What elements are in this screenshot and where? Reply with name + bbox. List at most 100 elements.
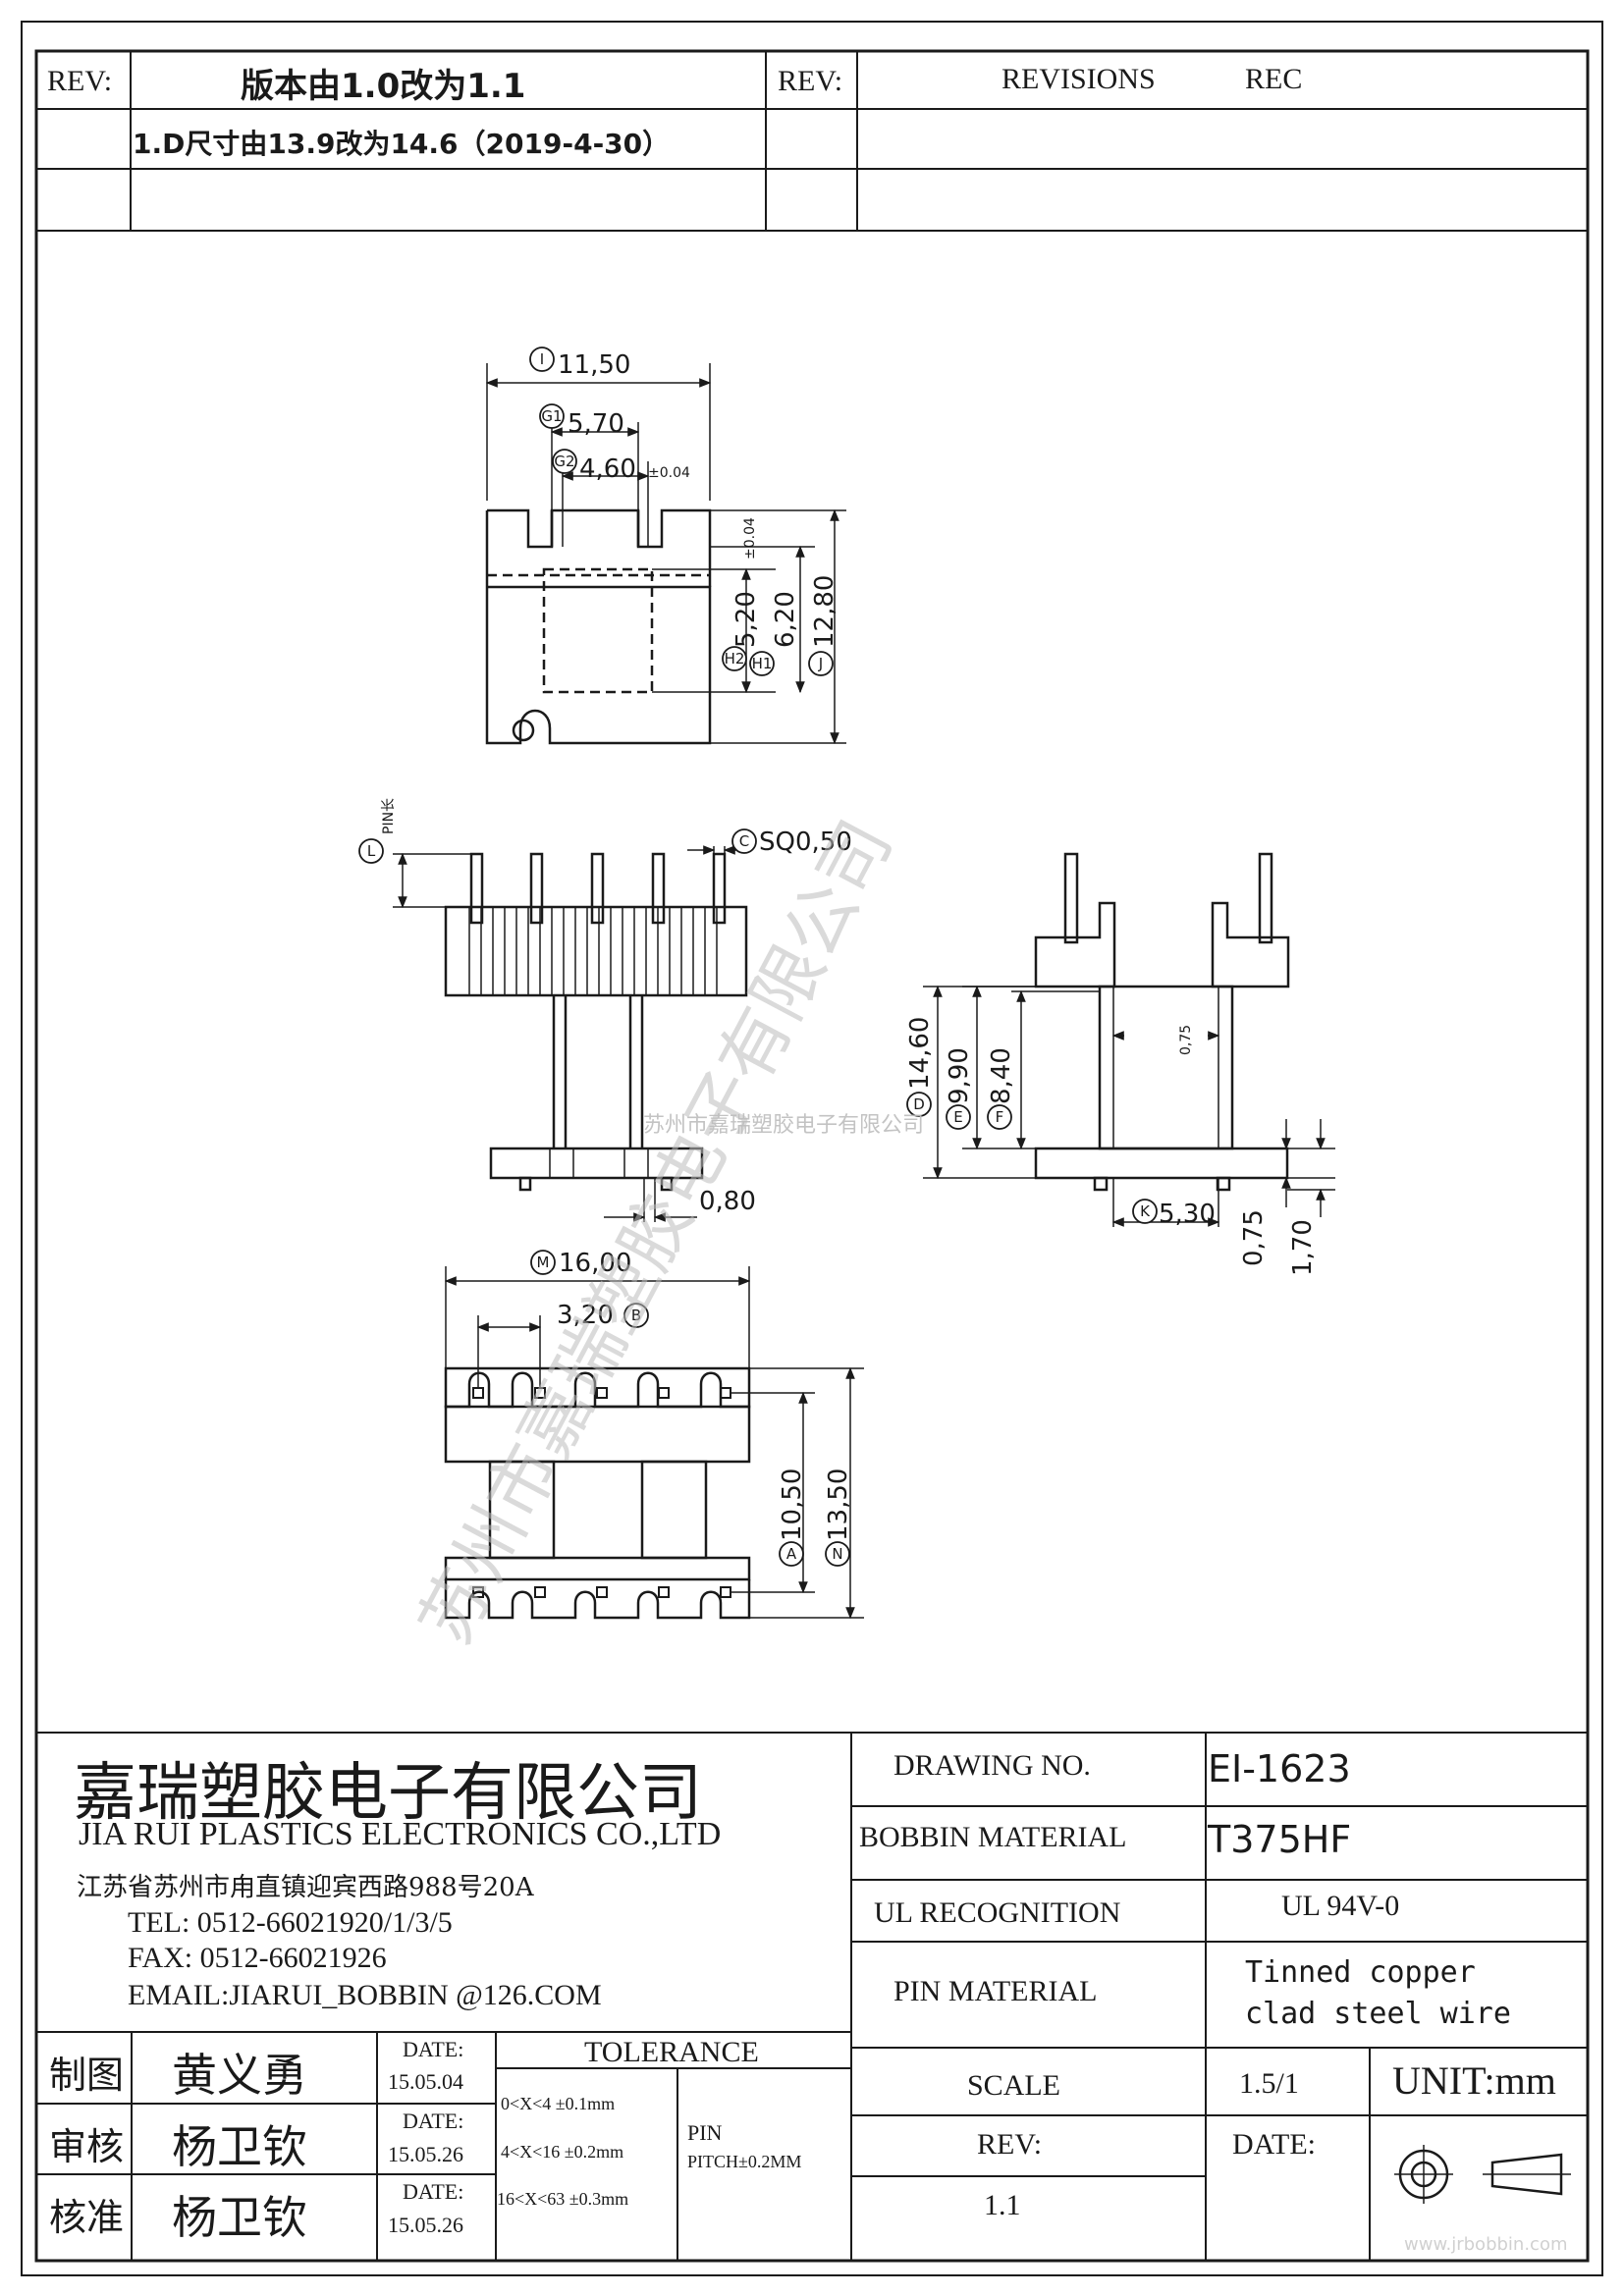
watermark-center: 苏州市嘉瑞塑胶电子有限公司 <box>643 1113 924 1138</box>
callout-j: J <box>818 655 823 672</box>
callout-h1: H1 <box>752 655 773 672</box>
date-label: DATE: <box>1232 2128 1316 2161</box>
revision-block-lines <box>36 51 1588 232</box>
ul-recognition-value: UL 94V-0 <box>1281 1890 1400 1922</box>
company-name-cn: 嘉瑞塑胶电子有限公司 <box>74 1757 702 1830</box>
dim-h2: 5,20 <box>731 591 761 648</box>
dim-n: 13,50 <box>824 1468 853 1541</box>
tolerance-pin-label: PIN <box>687 2120 723 2145</box>
dim-base-075: 0,75 <box>1239 1209 1269 1266</box>
rev-label-right: REV: <box>778 65 843 97</box>
company-fax: FAX: 0512-66021926 <box>128 1942 387 1974</box>
top-view-core-window <box>542 567 654 694</box>
projection-symbol <box>1394 2145 1571 2204</box>
scale-value: 1.5/1 <box>1239 2067 1299 2100</box>
front-view-pins <box>469 852 727 925</box>
approval-date-drawn: 15.05.04 <box>388 2069 463 2094</box>
approval-date-checked: 15.05.26 <box>388 2142 463 2166</box>
dim-g1: 5,70 <box>568 409 624 439</box>
dim-pin-width: 0,80 <box>699 1187 756 1216</box>
sheet-border <box>21 21 1603 2276</box>
tolerance-row-2: 4<X<16 ±0.2mm <box>501 2142 624 2162</box>
watermark-footer: www.jrbobbin.com <box>1404 2234 1568 2255</box>
ul-recognition-label: UL RECOGNITION <box>874 1896 1121 1929</box>
callout-g2: G2 <box>554 453 574 470</box>
dim-f: 8,40 <box>987 1047 1016 1104</box>
unit-label: UNIT:mm <box>1392 2058 1556 2103</box>
approval-name-drawn: 黄义勇 <box>172 2049 307 2102</box>
drawing-no-label: DRAWING NO. <box>893 1749 1091 1782</box>
callout-g1: G1 <box>541 407 562 425</box>
company-name-en: JIA RUI PLASTICS ELECTRONICS CO.,LTD <box>79 1816 722 1852</box>
dim-b: 3,20 <box>557 1301 614 1330</box>
tolerance-row-3: 16<X<63 ±0.3mm <box>497 2189 629 2209</box>
front-view-ribs <box>468 907 718 995</box>
callout-n: N <box>832 1545 842 1563</box>
bobbin-material-value: T375HF <box>1208 1818 1352 1861</box>
callout-letters: I G1 G2 H2 H1 J L C D E F K M B A N <box>367 350 1151 1563</box>
top-view-mounting-hole <box>512 719 535 742</box>
rec-label: REC <box>1245 63 1303 95</box>
side-view <box>923 852 1335 1227</box>
dim-base-170: 1,70 <box>1288 1219 1318 1276</box>
bottom-view <box>444 1266 864 1620</box>
dim-j: 12,80 <box>810 575 839 648</box>
tolerance-title: TOLERANCE <box>584 2036 759 2068</box>
revisions-label: REVISIONS <box>1001 63 1156 95</box>
dim-d: 14,60 <box>905 1017 935 1090</box>
bottom-view-pin-squares-bottom <box>472 1586 731 1598</box>
callout-a: A <box>786 1545 797 1563</box>
dim-wall: 0,75 <box>1178 1025 1194 1055</box>
approval-date-label-approved: DATE: <box>403 2179 464 2204</box>
approval-name-checked: 杨卫钦 <box>172 2120 307 2173</box>
scale-label: SCALE <box>967 2069 1061 2102</box>
revision-change-note: 1.D尺寸由13.9改为14.6（2019-4-30） <box>133 128 671 160</box>
callout-f: F <box>996 1108 1004 1126</box>
tolerance-row-1: 0<X<4 ±0.1mm <box>501 2094 616 2113</box>
dim-i: 11,50 <box>558 350 630 380</box>
dim-m: 16,00 <box>559 1249 631 1278</box>
dimension-labels: 11,50 5,70 4,60 ±0.04 5,20 ±0.04 6,20 12… <box>381 350 1318 1541</box>
dim-l-pin-length: PIN长 <box>381 798 397 834</box>
rev-value: 1.1 <box>984 2189 1021 2221</box>
callout-l: L <box>367 842 376 860</box>
drawing-no-value: EI-1623 <box>1208 1747 1351 1790</box>
approval-role-drawn: 制图 <box>49 2054 125 2097</box>
dim-a: 10,50 <box>778 1468 807 1541</box>
pin-material-value-1: Tinned copper <box>1245 1955 1476 1990</box>
callout-b: B <box>631 1307 641 1324</box>
rev-label-left: REV: <box>47 65 113 97</box>
approval-date-label-checked: DATE: <box>403 2109 464 2133</box>
dim-c-sq: SQ0,50 <box>759 828 852 857</box>
callout-circles <box>358 347 1158 1567</box>
dim-k: 5,30 <box>1159 1200 1216 1229</box>
dim-h1: 6,20 <box>771 591 800 648</box>
dim-g2: 4,60 <box>579 454 636 484</box>
callout-c: C <box>739 832 749 850</box>
company-address: 江苏省苏州市甪直镇迎宾西路988号20A <box>77 1873 534 1902</box>
callout-e: E <box>953 1108 962 1126</box>
callout-k: K <box>1140 1202 1151 1220</box>
revision-change-title: 版本由1.0改为1.1 <box>241 67 526 106</box>
bobbin-material-label: BOBBIN MATERIAL <box>859 1821 1127 1853</box>
callout-i: I <box>540 350 544 368</box>
callout-m: M <box>537 1254 550 1271</box>
approval-role-approved: 核准 <box>49 2196 125 2239</box>
pin-material-value-2: clad steel wire <box>1245 1997 1511 2031</box>
approval-date-approved: 15.05.26 <box>388 2213 463 2237</box>
title-block-lines <box>36 1732 1588 2261</box>
pin-material-label: PIN MATERIAL <box>893 1975 1098 2007</box>
top-view <box>485 363 846 745</box>
company-tel: TEL: 0512-66021920/1/3/5 <box>128 1906 453 1939</box>
approval-name-approved: 杨卫钦 <box>172 2191 307 2244</box>
callout-h2: H2 <box>725 650 745 667</box>
dim-h2-tol: ±0.04 <box>742 517 758 560</box>
approval-role-checked: 审核 <box>49 2125 125 2168</box>
tolerance-pin-pitch: PITCH±0.2MM <box>687 2152 802 2171</box>
rev-label: REV: <box>977 2128 1043 2161</box>
front-view <box>393 845 748 1222</box>
callout-d: D <box>913 1095 925 1113</box>
approval-date-label-drawn: DATE: <box>403 2037 464 2061</box>
